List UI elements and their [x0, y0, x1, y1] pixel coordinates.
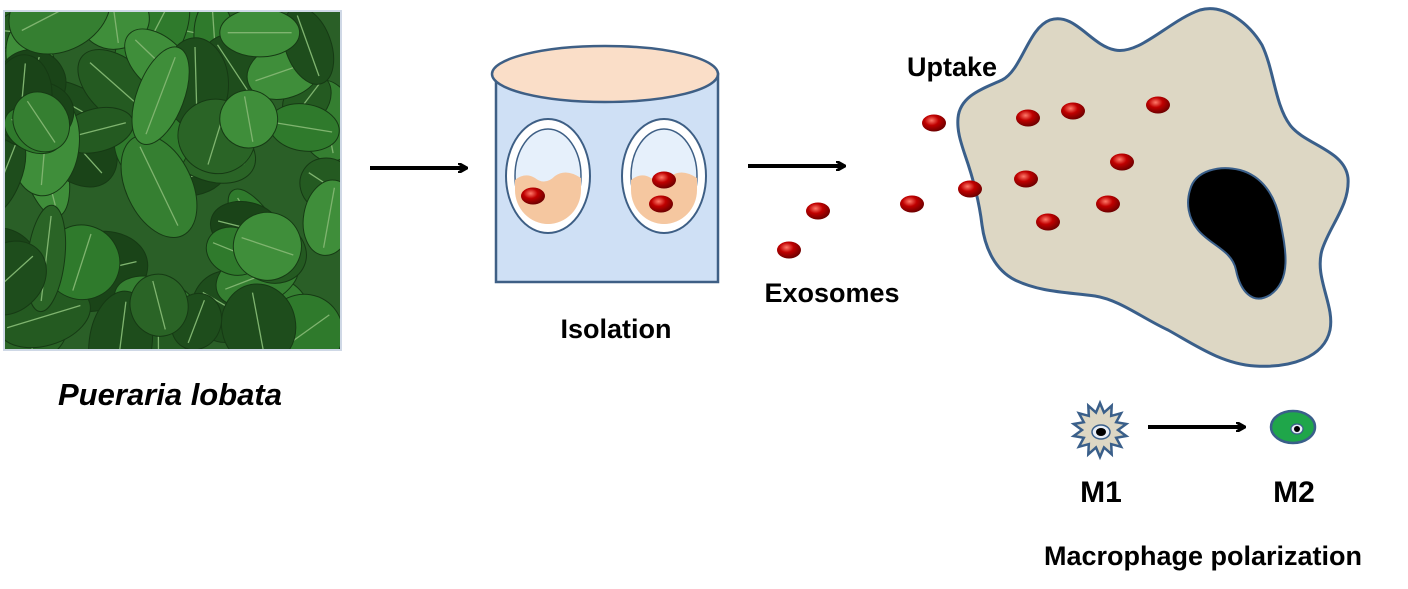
leaf [219, 10, 301, 58]
vesicle-icon [652, 171, 676, 189]
m1-nucleus [1096, 428, 1106, 436]
vesicle-icon [806, 202, 830, 220]
spiky-cell-icon [1070, 399, 1130, 461]
vesicle-icon [958, 180, 982, 198]
exosomes-label: Exosomes [764, 278, 899, 308]
vesicle-icon [521, 187, 545, 205]
leaf-vein [216, 44, 248, 91]
m2-label: M2 [1273, 476, 1315, 509]
leaf-vein [6, 304, 81, 329]
plant-label: Pueraria lobata [58, 377, 282, 412]
vesicle-icon [1014, 170, 1038, 188]
leaf-vein [152, 280, 166, 330]
leaf-vein [139, 146, 179, 226]
macrophage-cell-icon [956, 7, 1350, 368]
vesicle-icon [777, 241, 801, 259]
leaf-vein [72, 233, 92, 291]
leaf-vein [275, 122, 333, 133]
vesicle-icon [1096, 195, 1120, 213]
vesicle-icon [1146, 96, 1170, 114]
macrophage-polarization-label: Macrophage polarization [1044, 541, 1362, 571]
leaf-vein [296, 15, 320, 77]
leaf-vein [3, 255, 34, 285]
m2-nucleus [1294, 426, 1300, 432]
leaf-vein [241, 236, 294, 256]
plant-photo [3, 10, 342, 351]
leaf-vein [243, 96, 254, 142]
leaf-vein [322, 187, 336, 248]
sample-window-left [505, 118, 591, 234]
vesicle-icon [649, 195, 673, 213]
leaf-vein [26, 100, 56, 143]
leaf-photo-icon [3, 10, 342, 351]
leaf-vein [118, 301, 127, 351]
leaf-vein [113, 10, 119, 44]
round-cell-icon [1269, 409, 1317, 445]
leaf-vein [145, 56, 176, 135]
vesicle-icon [1036, 213, 1060, 231]
macrophage-nucleus [1187, 167, 1287, 300]
vesicle-icon [900, 195, 924, 213]
isolation-label: Isolation [560, 314, 671, 344]
centrifuge-tube-icon [490, 44, 720, 284]
leaf-vein [251, 292, 265, 351]
vesicle-icon [922, 114, 946, 132]
uptake-label: Uptake [907, 52, 997, 82]
vesicle-icon [1110, 153, 1134, 171]
tube-lid [490, 44, 720, 104]
exosome-group [521, 96, 1170, 259]
macrophage-membrane [956, 7, 1350, 368]
vesicle-icon [1061, 102, 1085, 120]
vesicle-icon [1016, 109, 1040, 127]
leaf-vein [187, 299, 206, 344]
m1-label: M1 [1080, 476, 1122, 509]
sample-layer [515, 172, 581, 224]
